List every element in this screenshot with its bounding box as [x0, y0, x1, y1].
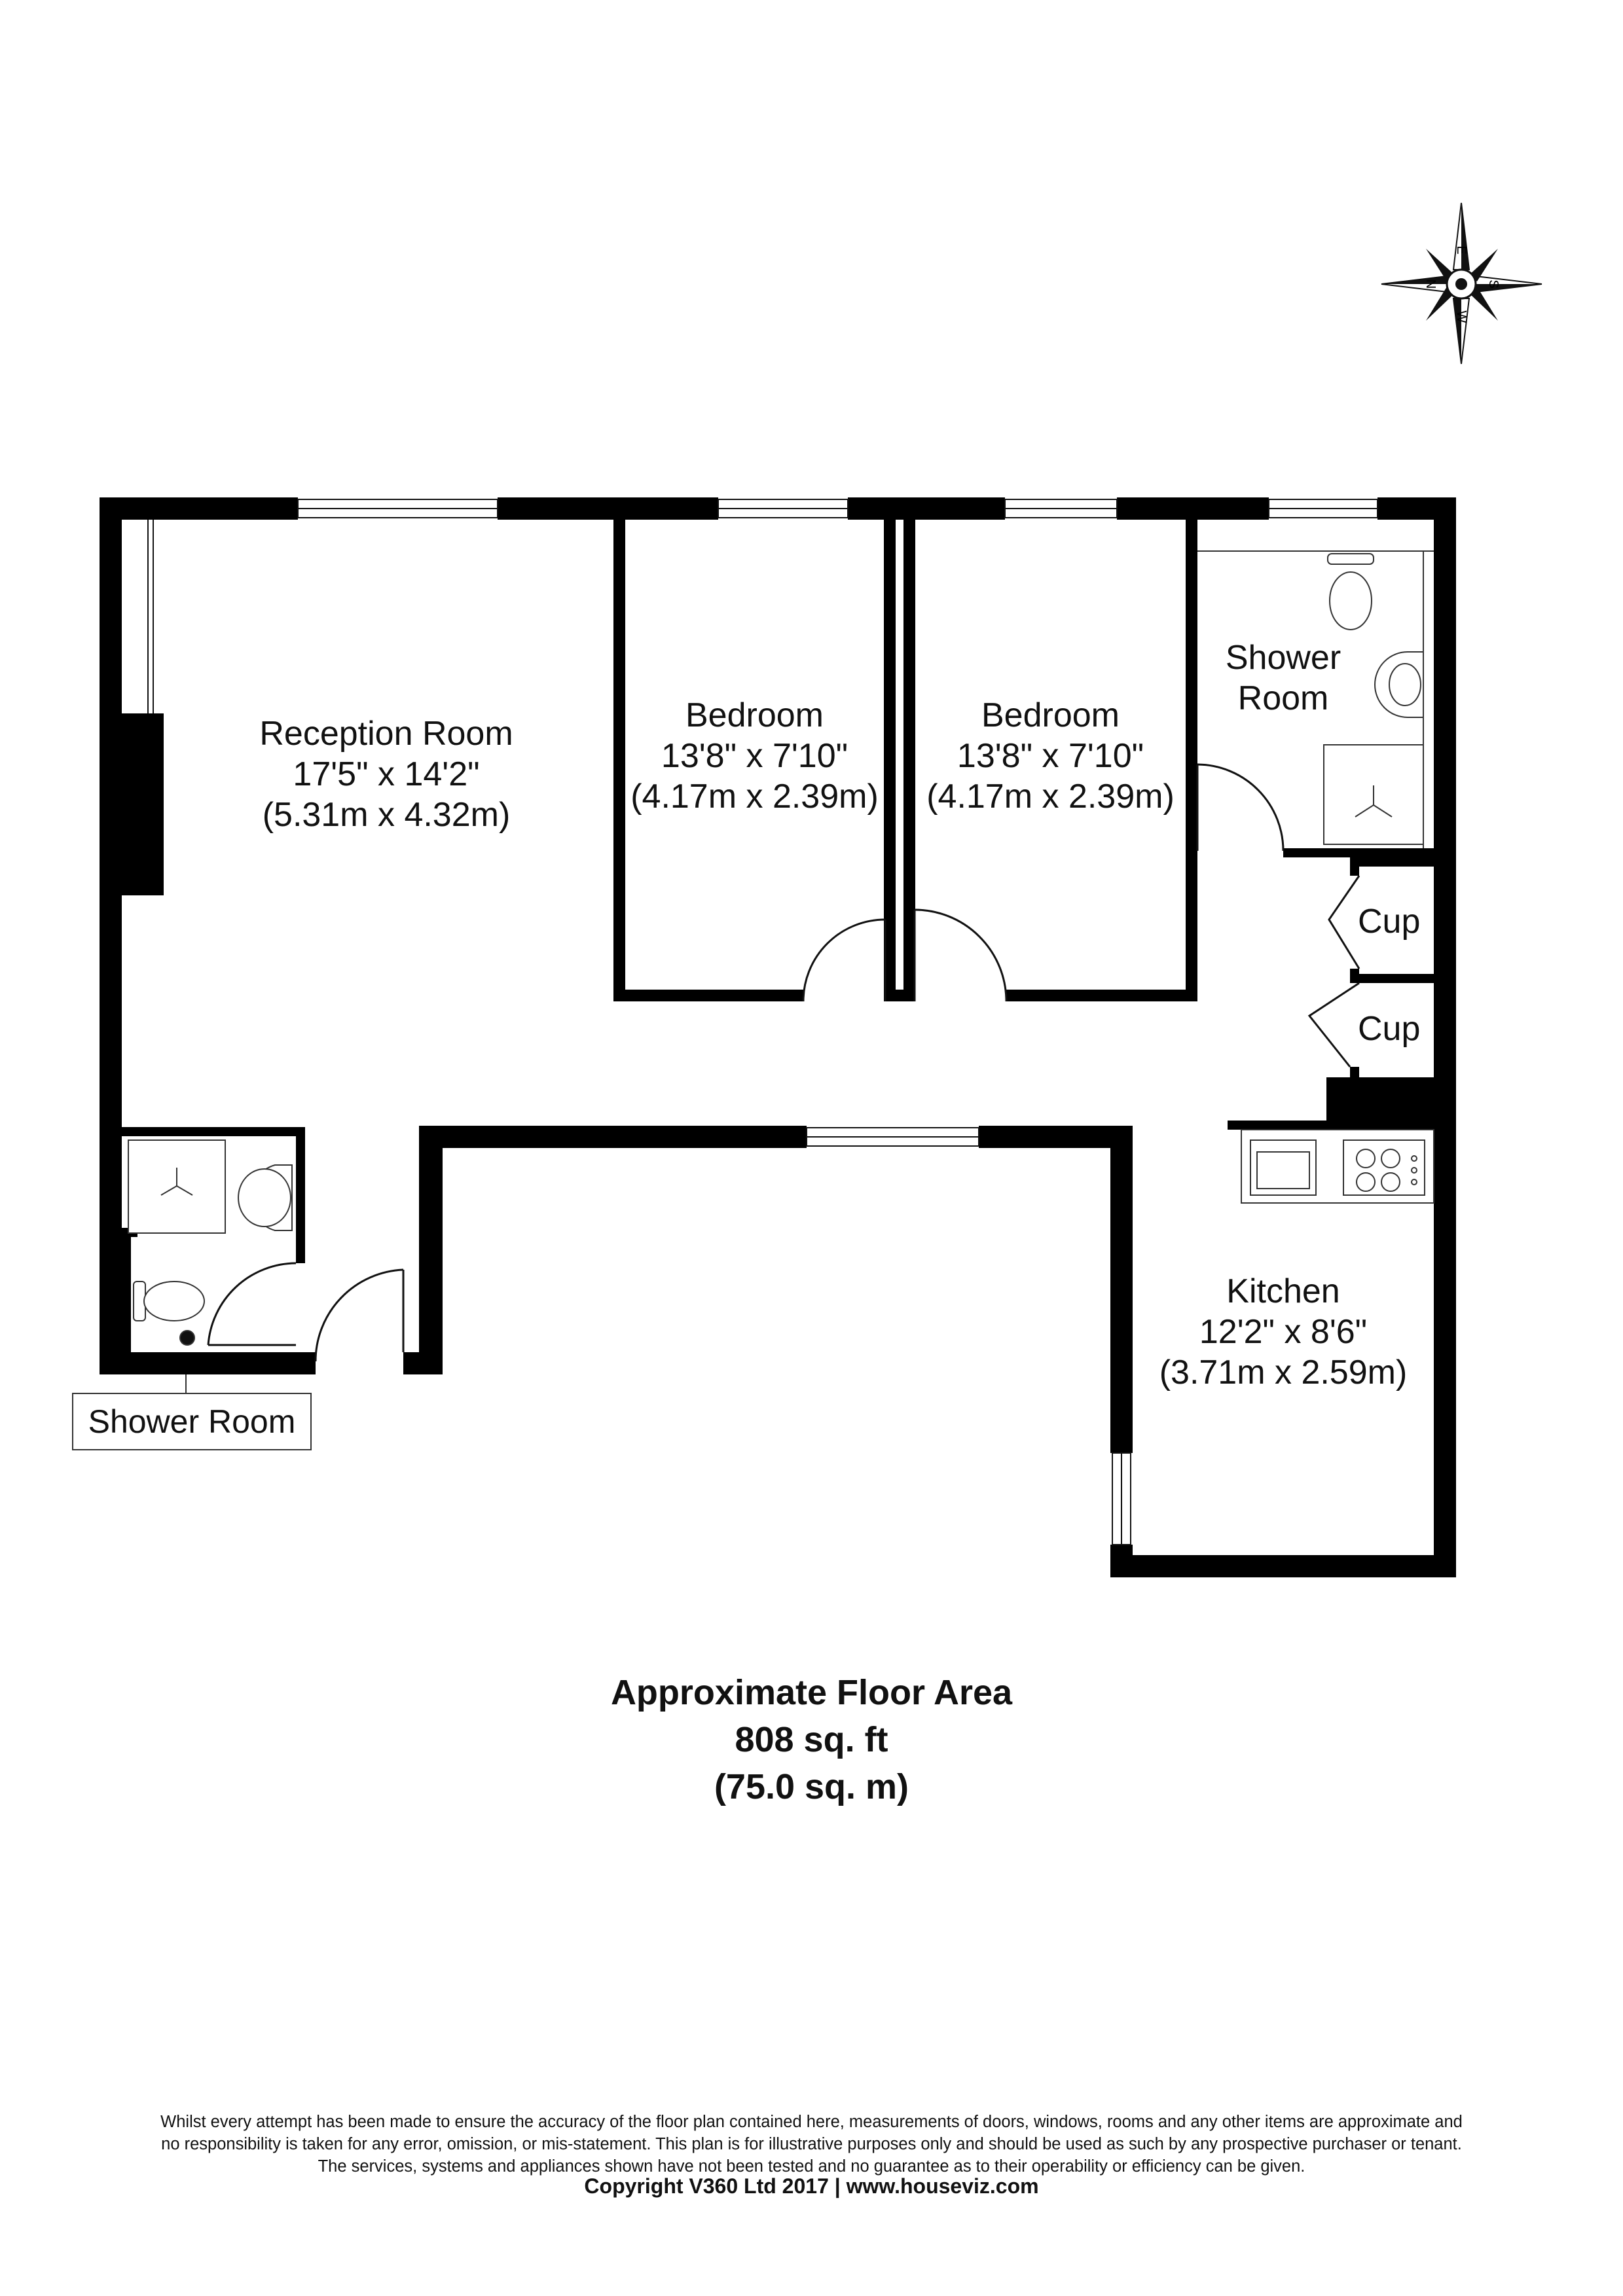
bedroom-2-name: Bedroom — [981, 696, 1120, 734]
fixtures — [128, 550, 1434, 1346]
bedroom-1-name: Bedroom — [685, 696, 824, 734]
drain-icon — [179, 1330, 195, 1346]
copyright: Copyright V360 Ltd 2017 | www.houseviz.c… — [584, 2174, 1039, 2198]
compass-rose-icon: E W N S — [1381, 202, 1542, 365]
reception-room-metric: (5.31m x 4.32m) — [262, 796, 511, 834]
floor-area-imperial: 808 sq. ft — [735, 1720, 888, 1759]
floor-area-metric: (75.0 sq. m) — [714, 1767, 909, 1806]
bedroom-1-imperial: 13'8" x 7'10" — [661, 737, 848, 775]
compass-w: W — [1454, 311, 1468, 323]
bedroom-2-label: Bedroom 13'8" x 7'10" (4.17m x 2.39m) — [915, 695, 1186, 817]
toilet-small-icon — [143, 1281, 205, 1321]
kitchen-imperial: 12'2" x 8'6" — [1199, 1313, 1368, 1351]
doors — [207, 763, 1360, 1362]
windows — [147, 499, 1378, 1545]
reception-room-name: Reception Room — [259, 715, 513, 753]
cupboard-2-label: Cup — [1358, 1010, 1421, 1048]
disclaimer: Whilst every attempt has been made to en… — [39, 2111, 1584, 2178]
reception-room-label: Reception Room 17'5" x 14'2" (5.31m x 4.… — [216, 713, 556, 835]
floor-area: Approximate Floor Area 808 sq. ft (75.0 … — [0, 1669, 1623, 1810]
shower-room-small-label: Shower Room — [72, 1393, 312, 1450]
disclaimer-line-3: The services, systems and appliances sho… — [318, 2157, 1305, 2176]
compass-s: S — [1486, 279, 1501, 288]
walls — [100, 497, 1456, 1577]
bedroom-1-label: Bedroom 13'8" x 7'10" (4.17m x 2.39m) — [625, 695, 884, 817]
shower-room-top-label: Shower Room — [1208, 637, 1359, 719]
shower-room-top-line1: Shower — [1225, 639, 1341, 677]
disclaimer-line-1: Whilst every attempt has been made to en… — [160, 2113, 1463, 2131]
cupboard-1-label: Cup — [1358, 903, 1421, 941]
compass-n: N — [1423, 279, 1438, 289]
kitchen-label: Kitchen 12'2" x 8'6" (3.71m x 2.59m) — [1133, 1271, 1434, 1393]
disclaimer-line-2: no responsibility is taken for any error… — [161, 2135, 1462, 2153]
shower-room-top-line2: Room — [1237, 679, 1329, 717]
reception-room-imperial: 17'5" x 14'2" — [293, 755, 480, 793]
compass-e: E — [1454, 245, 1468, 254]
kitchen-name: Kitchen — [1226, 1272, 1340, 1310]
bedroom-2-imperial: 13'8" x 7'10" — [957, 737, 1144, 775]
toilet-icon — [1329, 571, 1372, 630]
floor-area-title: Approximate Floor Area — [610, 1673, 1013, 1712]
bedroom-2-metric: (4.17m x 2.39m) — [926, 778, 1175, 816]
toilet-cistern-icon — [1327, 553, 1374, 565]
kitchen-metric: (3.71m x 2.59m) — [1159, 1354, 1408, 1391]
bedroom-1-metric: (4.17m x 2.39m) — [630, 778, 879, 816]
